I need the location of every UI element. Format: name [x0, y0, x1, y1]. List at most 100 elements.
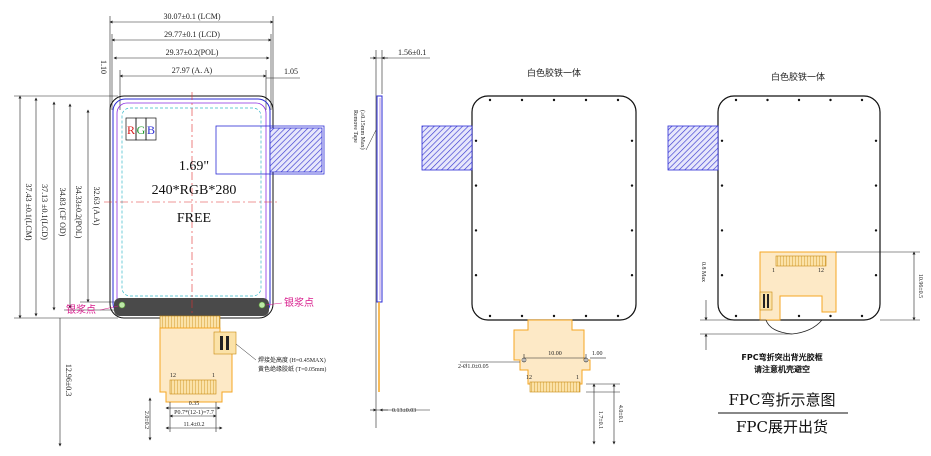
side-view: 1.56±0.1 Remove Tape (≥0.15mm Max) 0.13±…	[352, 48, 430, 428]
frame-dot	[630, 274, 634, 277]
back-pin-left: 12	[526, 375, 532, 381]
frame-dot	[616, 314, 620, 318]
dim-fpc-length: 12.96±0.3	[64, 364, 73, 396]
dim-lcd-height: 37.13 ±0.1(LCD)	[40, 184, 49, 240]
display-resolution: 240*RGB*280	[152, 183, 237, 198]
fpc-bend-curve	[765, 319, 823, 335]
back-pin-right: 1	[576, 375, 579, 381]
frame-dot	[720, 229, 724, 232]
silver-dot-right	[258, 301, 266, 309]
dim-pol-width: 29.37±0.2(POL)	[166, 48, 219, 57]
silver-label-left: 银浆点	[66, 303, 96, 316]
dim-lcm-height: 37.43 ±0.1(LCM)	[24, 183, 33, 240]
dim-035: 0.35	[189, 401, 200, 407]
tp-outline	[215, 125, 325, 175]
title-unfold: FPC展开出货	[736, 418, 828, 436]
back-label: 白色胶铁一体	[527, 67, 581, 79]
bent-frame-dots	[720, 98, 878, 318]
bent-component	[759, 291, 773, 311]
bent-pin-right: 12	[818, 268, 824, 274]
dim-lcm-width: 30.07±0.1 (LCM)	[163, 12, 220, 21]
frame-dot	[584, 314, 588, 318]
bent-connector	[775, 255, 827, 267]
frame-dot	[630, 229, 634, 232]
display-size: 1.69"	[179, 159, 209, 174]
front-pin-right: 1	[212, 373, 215, 379]
frame-dot	[488, 98, 492, 102]
frame-dot	[797, 98, 801, 102]
dim-1000: 10.00	[548, 351, 562, 357]
frame-dot	[829, 98, 832, 102]
bent-label: 白色胶铁一体	[771, 71, 825, 83]
fpc-bottom-dims	[148, 397, 223, 441]
back-fpc	[513, 319, 591, 385]
dim-pitch: P0.7*(12-1)=7.7	[174, 409, 214, 416]
frame-dot	[797, 314, 801, 318]
frame-dot	[734, 314, 738, 318]
dim-aa-height: 32.63 (A.A)	[92, 187, 101, 226]
frame-dot	[860, 98, 864, 102]
frame-dot	[488, 314, 492, 318]
frame-dot	[630, 184, 634, 187]
frame-dot	[874, 184, 878, 187]
title-bend: FPC弯折示意图	[729, 391, 836, 409]
remove-tape-sub: (≥0.15mm Max)	[359, 110, 366, 150]
frame-dot	[829, 314, 832, 318]
bottom-border	[114, 298, 269, 316]
bend-note-1: FPC弯折突出背光胶框	[741, 352, 822, 362]
dim-aa-width: 27.97 (A. A)	[172, 66, 213, 75]
frame-dot	[474, 274, 478, 277]
bend-note-2: 请注意机壳避空	[754, 364, 810, 374]
dim-lcd-width: 29.77±0.1 (LCD)	[164, 30, 220, 39]
back-frame	[471, 95, 637, 321]
dim-40: 4.0±0.1	[617, 405, 623, 423]
bent-frame	[717, 95, 881, 321]
dim-08: 0.8 Max	[700, 262, 706, 282]
bent-fpc	[759, 251, 837, 321]
frame-dot	[584, 98, 588, 102]
rgb-pixel-block: R G B	[125, 117, 157, 141]
frame-dot	[474, 184, 478, 187]
bottom-titles: FPC弯折示意图 FPC展开出货	[718, 391, 848, 436]
frame-dot	[874, 139, 878, 142]
hole-note: 2-Ø1.0±0.05	[458, 364, 489, 370]
dim-105: 1.05	[284, 67, 298, 76]
fpc-front	[159, 315, 237, 403]
left-dimensions	[14, 95, 118, 447]
silver-dot-left	[118, 301, 126, 309]
dim-1096: 10.96±0.5	[917, 274, 923, 298]
frame-dot	[616, 98, 620, 102]
frame-dot	[874, 229, 878, 232]
frame-dot	[630, 139, 634, 142]
silver-label-right: 银浆点	[284, 296, 314, 309]
bent-tp-tail	[667, 125, 719, 171]
top-dimensions	[109, 16, 300, 110]
note-weld-height: 焊接处高度 (H=0.45MAX)	[258, 356, 326, 364]
rgb-g: G	[137, 123, 146, 137]
remove-tape-label: Remove Tape	[352, 110, 358, 143]
back-view: 白色胶铁一体 12 1 10.00 1.00 2-Ø1.0±0.05 4.0±0…	[421, 67, 637, 445]
frame-dot	[474, 229, 478, 232]
frame-dot	[552, 98, 556, 102]
dim-pol-height: 34.33±0.2(POL)	[74, 186, 83, 239]
dim-100: 1.00	[592, 351, 603, 357]
front-view: 30.07±0.1 (LCM) 29.77±0.1 (LCD) 29.37±0.…	[14, 12, 326, 447]
rgb-r: R	[127, 123, 135, 137]
bent-pin-left: 1	[772, 268, 775, 274]
frame-dot	[766, 98, 769, 102]
rgb-b: B	[147, 123, 155, 137]
frame-dot	[520, 314, 524, 318]
bent-view: 白色胶铁一体 1 12 0.8 Max 10.96±0.5 FPC弯折突出背光胶…	[667, 71, 923, 374]
frame-dot	[734, 98, 738, 102]
frame-dot	[860, 314, 864, 318]
frame-dot	[720, 184, 724, 187]
dim-114: 11.4±0.2	[183, 422, 204, 428]
frame-dot	[720, 139, 724, 142]
frame-dot	[720, 274, 724, 277]
display-free: FREE	[177, 211, 211, 226]
frame-dot	[874, 274, 878, 277]
dim-110: 1.10	[99, 60, 108, 74]
dim-013: 0.13±0.03	[392, 408, 416, 414]
dim-thickness: 1.56±0.1	[398, 48, 426, 57]
